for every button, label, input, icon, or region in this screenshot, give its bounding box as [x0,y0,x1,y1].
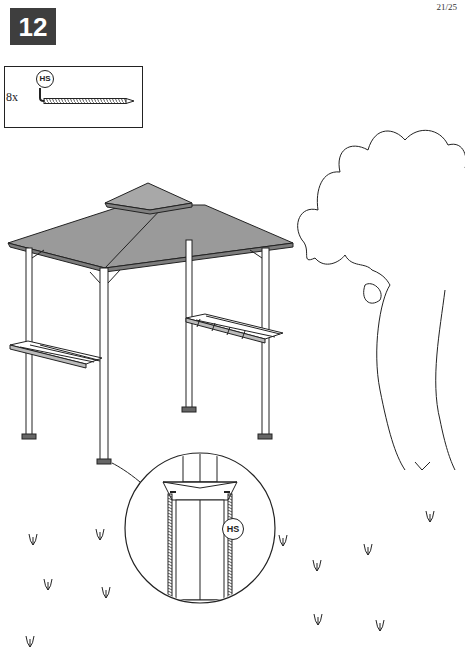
side-shelves [10,314,283,368]
node-label: HS [227,525,240,534]
part-code-circle: HS [36,70,54,88]
tree-outline [298,130,465,470]
gazebo-roof [8,183,293,272]
node-label: 12 [19,14,48,40]
grass-tuft [102,587,110,598]
page-number: 21/25 [436,2,457,12]
grass-tuft [426,511,434,522]
grass-tuft [376,620,384,631]
ground-stake-icon [40,88,134,104]
grass-tuft [44,579,52,590]
grass-tuft [279,535,287,546]
grass-tuft [314,614,322,625]
grass-tuft [96,529,104,540]
grass-tuft [26,636,34,647]
part-code-circle: HS [222,518,244,540]
detail-leader [112,463,140,482]
grass-marks [26,511,434,647]
grass-tuft [29,534,37,545]
grass-tuft [313,560,321,571]
step-number-box: 12 [10,8,56,45]
node-label: HS [39,75,50,83]
parts-box: 8x HS [4,66,143,128]
quantity-label: 8x [6,91,18,103]
grass-tuft [364,544,372,555]
